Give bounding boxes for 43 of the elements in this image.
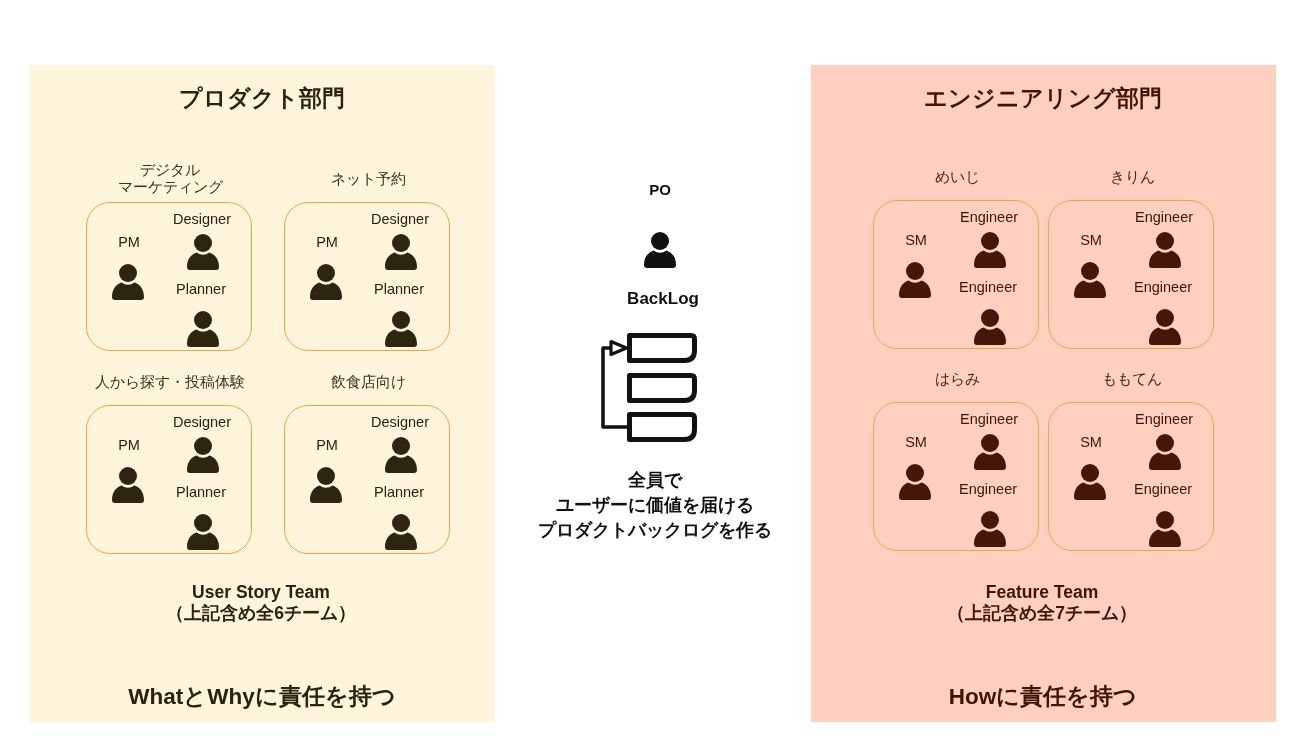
- role-label: SM: [1080, 433, 1102, 451]
- role-label: PO: [649, 179, 671, 199]
- responsibility-heading: WhatとWhyに責任を持つ: [128, 683, 396, 711]
- role-label: PM: [118, 436, 140, 454]
- role-label: Planner: [176, 483, 226, 501]
- icon-caption: BackLog: [627, 287, 699, 309]
- role-label: Planner: [374, 280, 424, 298]
- team-name: はらみ: [934, 370, 980, 388]
- role-label: Engineer: [1134, 480, 1192, 498]
- role-label: Engineer: [960, 410, 1018, 428]
- statement-text: 全員でユーザーに価値を届けるプロダクトバックログを作る: [538, 468, 772, 542]
- role-label: PM: [316, 233, 338, 251]
- department-panel: [30, 65, 495, 722]
- role-label: Designer: [371, 413, 429, 431]
- role-label: SM: [905, 231, 927, 249]
- role-label: PM: [316, 436, 338, 454]
- team-caption: Feature Team （上記含め全7チーム）: [947, 582, 1137, 624]
- role-label: SM: [1080, 231, 1102, 249]
- team-name: きりん: [1109, 168, 1155, 186]
- role-label: Designer: [173, 210, 231, 228]
- role-label: Engineer: [1135, 208, 1193, 226]
- panel-heading: プロダクト部門: [179, 83, 345, 113]
- role-label: Engineer: [959, 278, 1017, 296]
- team-name: めいじ: [934, 168, 980, 186]
- team-name: 飲食店向け: [330, 373, 406, 391]
- role-label: SM: [905, 433, 927, 451]
- role-label: Planner: [176, 280, 226, 298]
- responsibility-heading: Howに責任を持つ: [948, 683, 1138, 711]
- role-label: Planner: [374, 483, 424, 501]
- team-name: 人から探す・投稿体験: [95, 373, 245, 391]
- team-name: デジタルマーケティング: [117, 162, 223, 196]
- role-label: Engineer: [959, 480, 1017, 498]
- department-panel: [811, 65, 1276, 722]
- team-caption: User Story Team （上記含め全6チーム）: [166, 582, 356, 624]
- role-label: Engineer: [1135, 410, 1193, 428]
- team-name: ももてん: [1102, 370, 1162, 388]
- role-label: PM: [118, 233, 140, 251]
- panel-heading: エンジニアリング部門: [924, 83, 1162, 113]
- role-label: Designer: [371, 210, 429, 228]
- role-label: Engineer: [1134, 278, 1192, 296]
- team-name: ネット予約: [330, 170, 406, 188]
- role-label: Engineer: [960, 208, 1018, 226]
- role-label: Designer: [173, 413, 231, 431]
